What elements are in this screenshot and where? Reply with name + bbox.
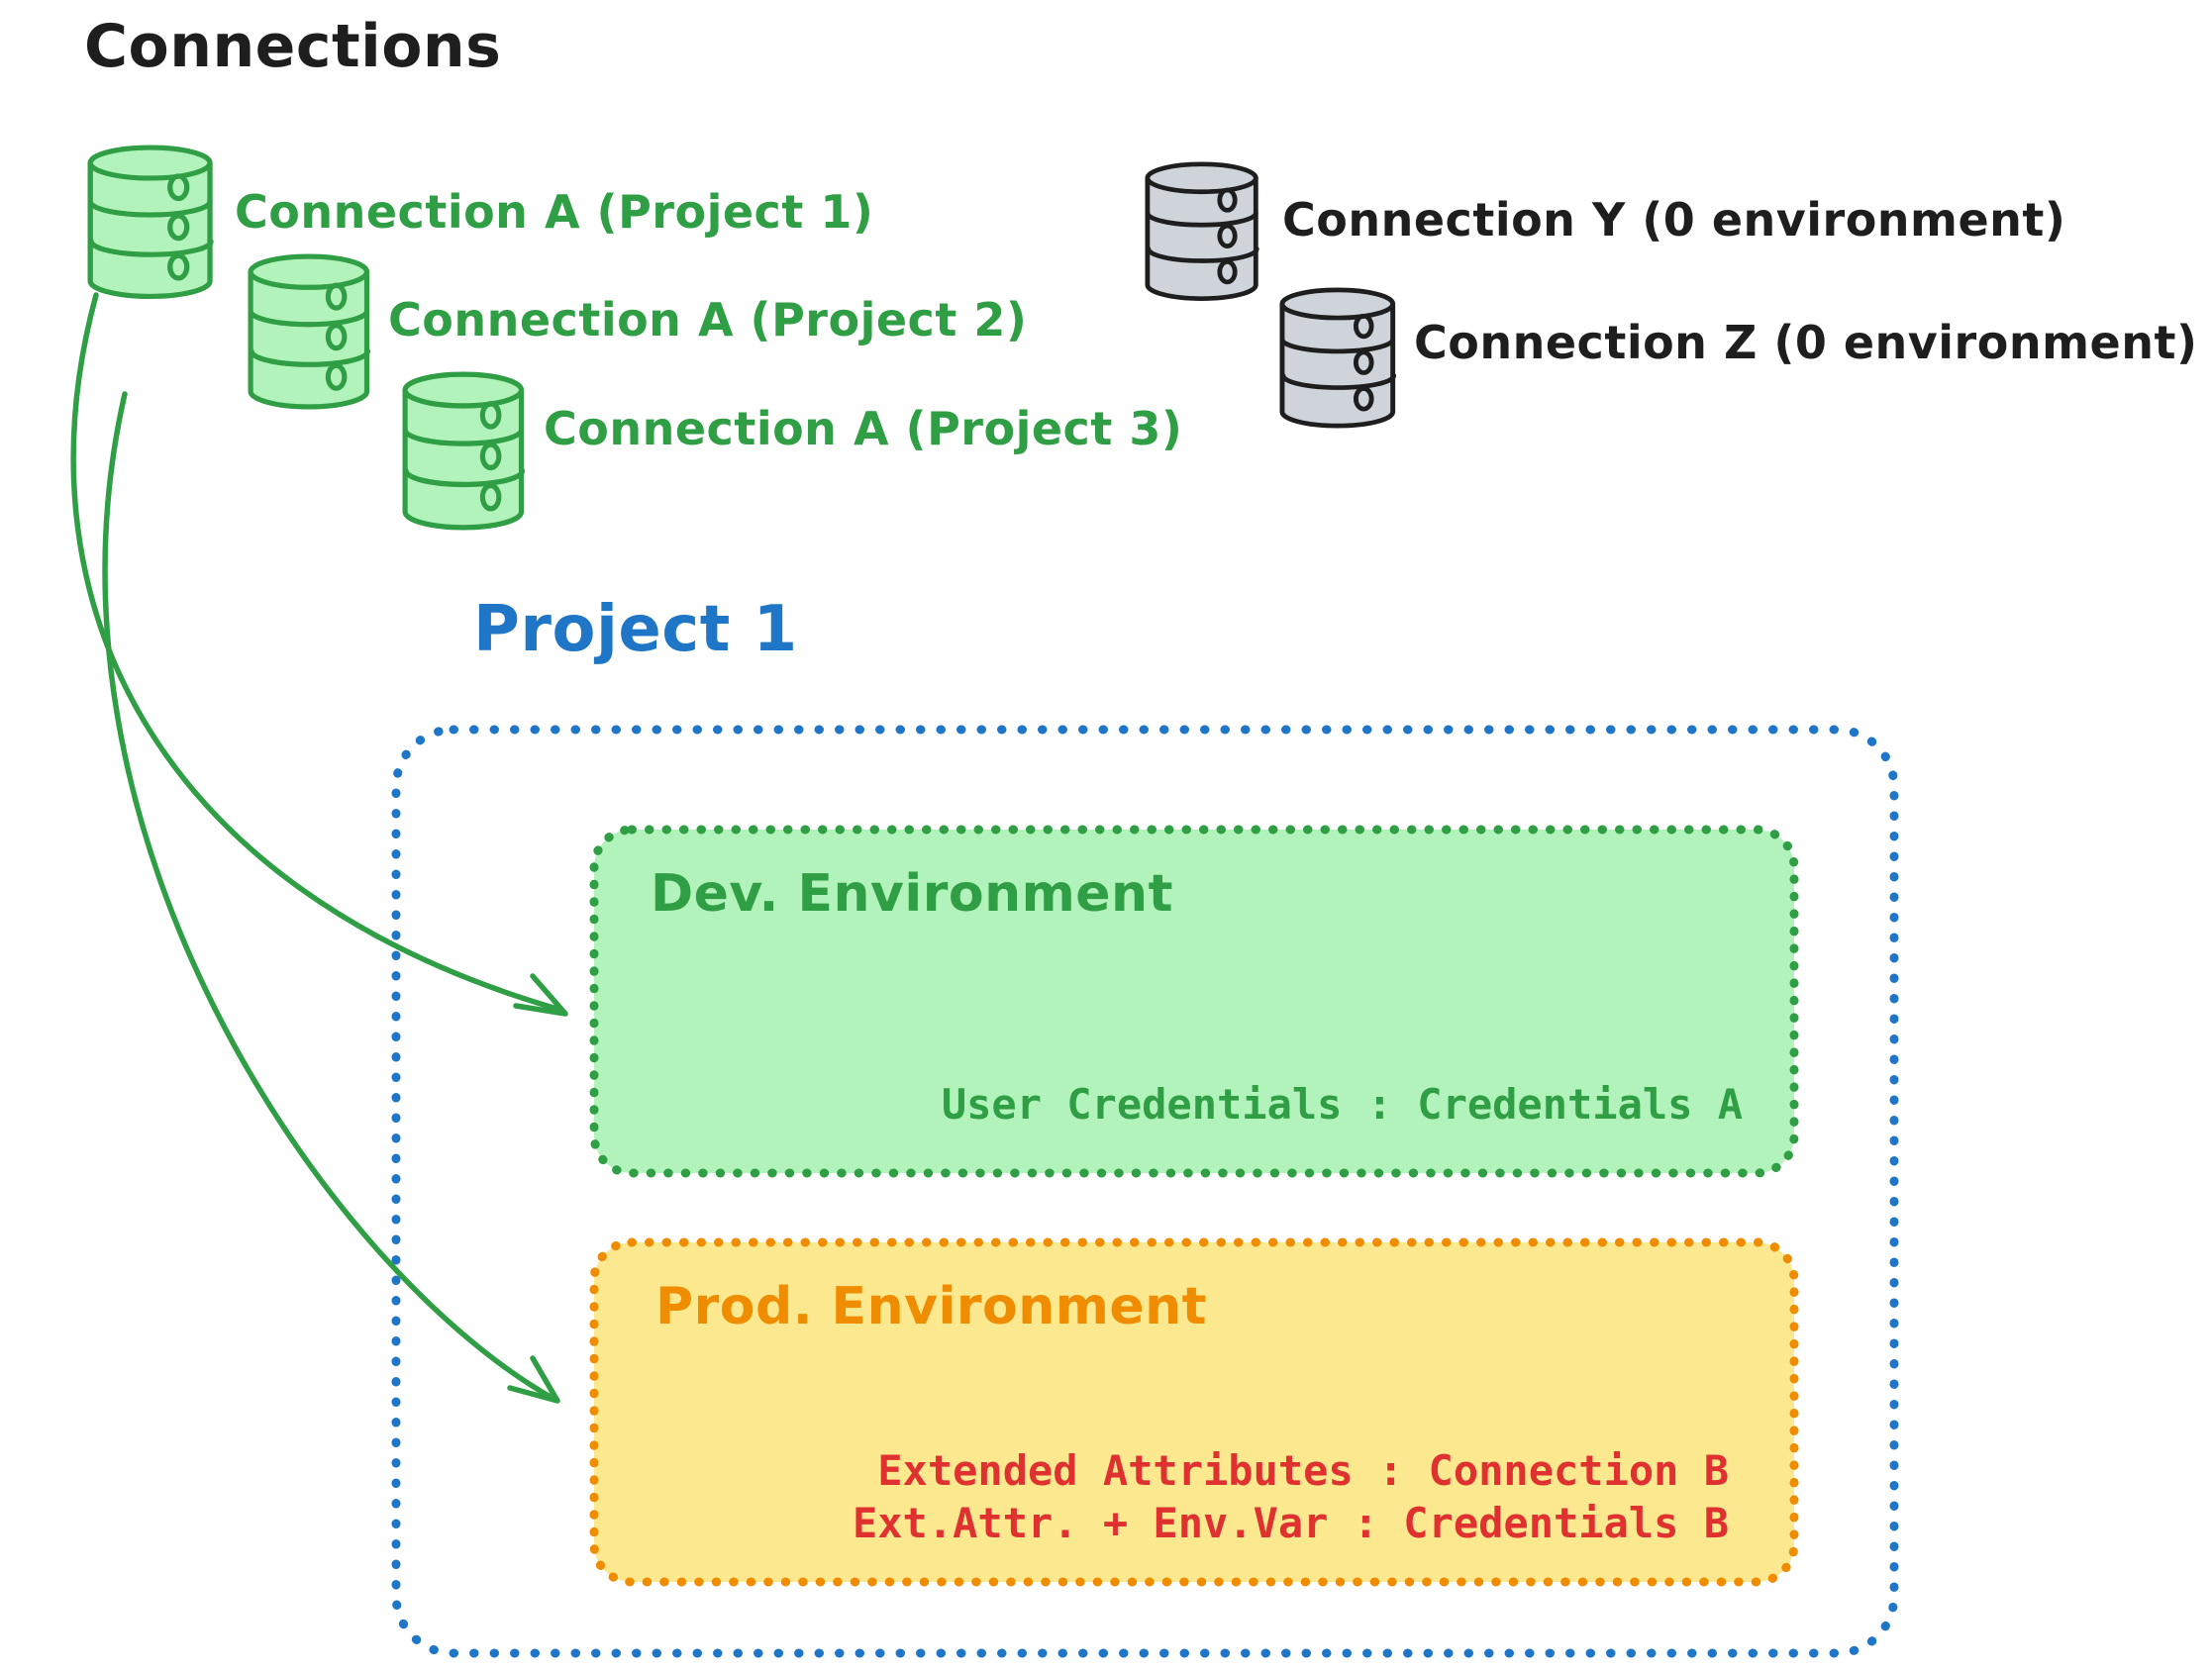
arrow-to-dev-environment bbox=[70, 292, 568, 1017]
connection-a-project-3-label: Connection A (Project 3) bbox=[544, 402, 1183, 455]
database-icon bbox=[90, 148, 212, 297]
prod-credentials-line-2: Ext.Attr. + Env.Var : Credentials B bbox=[852, 1498, 1729, 1547]
page-title: Connections bbox=[84, 12, 502, 81]
connection-a-project-2-label: Connection A (Project 2) bbox=[388, 293, 1028, 346]
database-icon bbox=[405, 374, 523, 528]
database-icon bbox=[1147, 163, 1257, 299]
project-1-title: Project 1 bbox=[473, 593, 798, 666]
arrow-to-prod-environment bbox=[102, 391, 560, 1404]
dev-environment-box bbox=[589, 825, 1799, 1178]
prod-environment-title: Prod. Environment bbox=[655, 1277, 1208, 1336]
database-icon bbox=[1281, 289, 1394, 427]
database-icon bbox=[251, 256, 368, 407]
connection-z-label: Connection Z (0 environment) bbox=[1414, 316, 2198, 369]
project-1-box bbox=[391, 725, 1899, 1658]
dev-environment-title: Dev. Environment bbox=[651, 864, 1173, 924]
dev-credentials-text: User Credentials : Credentials A bbox=[941, 1080, 1743, 1129]
prod-environment-box bbox=[589, 1237, 1799, 1587]
connection-y-label: Connection Y (0 environment) bbox=[1282, 193, 2066, 246]
connection-a-project-1-label: Connection A (Project 1) bbox=[235, 185, 874, 239]
prod-credentials-text: Extended Attributes : Connection B Ext.A… bbox=[614, 1445, 1729, 1550]
prod-credentials-line-1: Extended Attributes : Connection B bbox=[877, 1446, 1729, 1495]
